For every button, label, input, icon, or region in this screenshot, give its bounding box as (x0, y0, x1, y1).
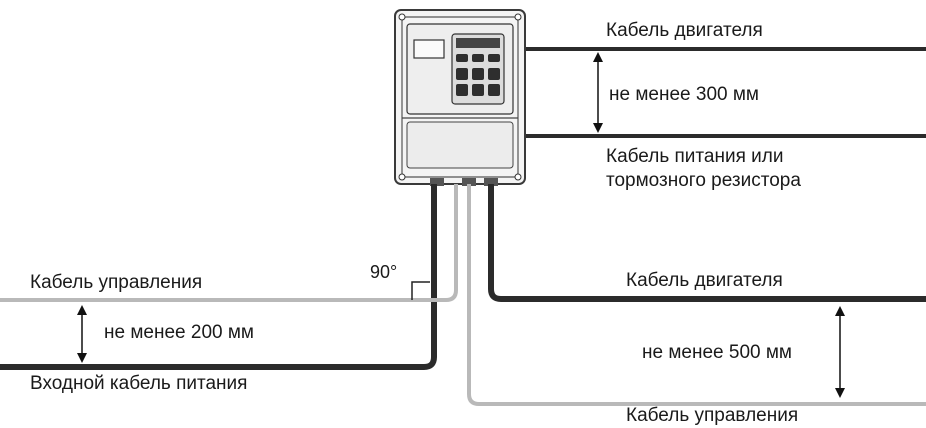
motor-cable-right-line (488, 184, 926, 302)
input-power-cable-label: Входной кабель питания (30, 373, 248, 394)
control-cable-left-line (0, 184, 458, 302)
distance-arrow-500 (835, 306, 845, 398)
motor-cable-right-label: Кабель двигателя (626, 270, 783, 291)
control-cable-bottom-line (467, 184, 926, 406)
angle-label: 90° (370, 262, 398, 282)
inverter-device (394, 9, 526, 186)
distance-arrow-200 (77, 305, 87, 363)
control-cable-left-label: Кабель управления (30, 272, 203, 293)
control-cable-bottom-label: Кабель управления (626, 405, 799, 426)
distance-500-label: не менее 500 мм (642, 342, 792, 363)
motor-cable-top-label: Кабель двигателя (606, 20, 763, 41)
distance-300-label: не менее 300 мм (609, 84, 759, 105)
power-cable-label-line1: Кабель питания или (606, 146, 784, 167)
distance-arrow-300 (593, 52, 603, 133)
input-power-cable-line (0, 184, 437, 370)
right-angle-marker (411, 281, 430, 300)
distance-200-label: не менее 200 мм (104, 322, 254, 343)
power-cable-label-line2: тормозного резистора (606, 170, 801, 191)
